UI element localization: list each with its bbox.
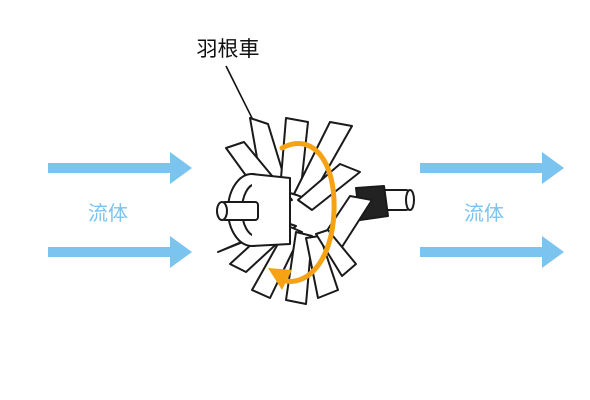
outflow-arrows [420,152,564,268]
blade [315,229,357,277]
impeller [216,117,415,305]
blade [285,231,313,305]
outflow-arrow-bottom [420,236,564,268]
impeller-label: 羽根車 [197,37,260,61]
inflow-arrows [48,152,192,268]
fluid-label-left: 流体 [88,201,128,225]
blade [297,163,361,211]
inflow-arrow-bottom [48,236,192,268]
outflow-arrow-top [420,152,564,184]
front-shaft [216,201,259,221]
rotation-arrow [268,141,337,290]
inflow-arrow-top [48,152,192,184]
fluid-label-right: 流体 [464,201,504,225]
